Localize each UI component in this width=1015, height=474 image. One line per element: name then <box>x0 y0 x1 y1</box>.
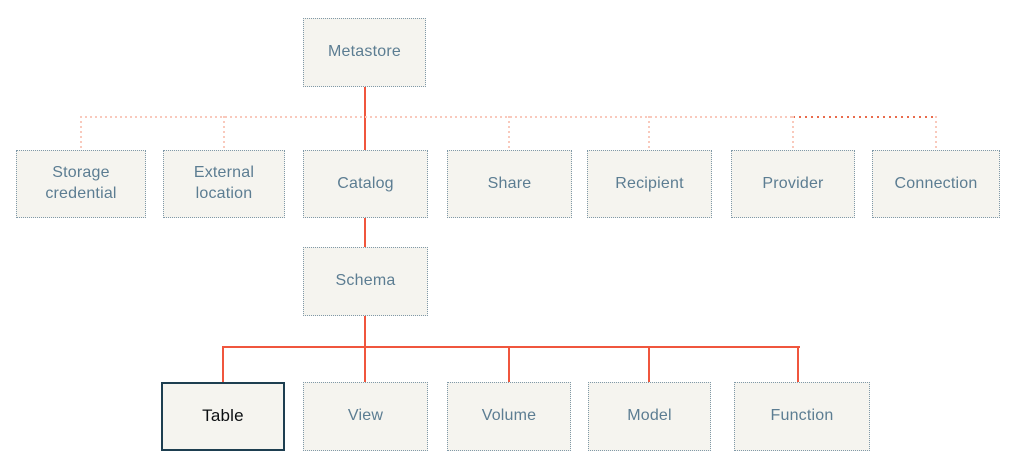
node-recipient: Recipient <box>587 150 712 218</box>
connector-bus-view <box>364 346 366 382</box>
node-function: Function <box>734 382 870 451</box>
node-connection: Connection <box>872 150 1000 218</box>
connector-bus-provider <box>792 116 794 150</box>
connector-bus-share <box>508 116 510 150</box>
connector-bus-model <box>648 346 650 382</box>
node-view: View <box>303 382 428 451</box>
connector-bus-connection <box>935 116 937 150</box>
node-view-label: View <box>347 407 384 425</box>
node-external-location-label: External location <box>193 164 255 202</box>
node-model: Model <box>588 382 711 451</box>
node-provider-label: Provider <box>762 174 824 192</box>
node-storage-credential-label: Storage credential <box>45 164 117 202</box>
node-storage-credential: Storage credential <box>16 150 146 218</box>
node-table-label: Table <box>202 406 244 426</box>
connector-bus-storage-credential <box>80 116 82 150</box>
connector-bus-recipient <box>648 116 650 150</box>
node-table: Table <box>161 382 285 451</box>
node-metastore-label: Metastore <box>328 43 401 61</box>
node-recipient-label: Recipient <box>615 174 684 192</box>
connector-bus-function <box>797 346 799 382</box>
connector-catalog-schema <box>364 218 366 247</box>
node-schema-label: Schema <box>335 272 396 290</box>
node-share: Share <box>447 150 572 218</box>
node-connection-label: Connection <box>894 174 978 192</box>
node-provider: Provider <box>731 150 855 218</box>
connector-metastore-catalog <box>364 87 366 150</box>
connector-bus-volume <box>508 346 510 382</box>
connector-schema-bus <box>364 316 366 347</box>
node-schema: Schema <box>303 247 428 316</box>
node-volume-label: Volume <box>481 407 537 425</box>
node-model-label: Model <box>627 407 672 425</box>
node-catalog: Catalog <box>303 150 428 218</box>
connector-provider-connection-segment <box>793 116 937 118</box>
node-metastore: Metastore <box>303 18 426 87</box>
connector-bus-external-location <box>223 116 225 150</box>
connector-metastore-siblings-bus <box>80 116 793 118</box>
node-external-location: External location <box>163 150 285 218</box>
connector-schema-children-bus <box>222 346 800 348</box>
node-share-label: Share <box>487 174 532 192</box>
node-volume: Volume <box>447 382 571 451</box>
node-function-label: Function <box>770 407 834 425</box>
connector-bus-table <box>222 346 224 382</box>
node-catalog-label: Catalog <box>337 174 394 192</box>
